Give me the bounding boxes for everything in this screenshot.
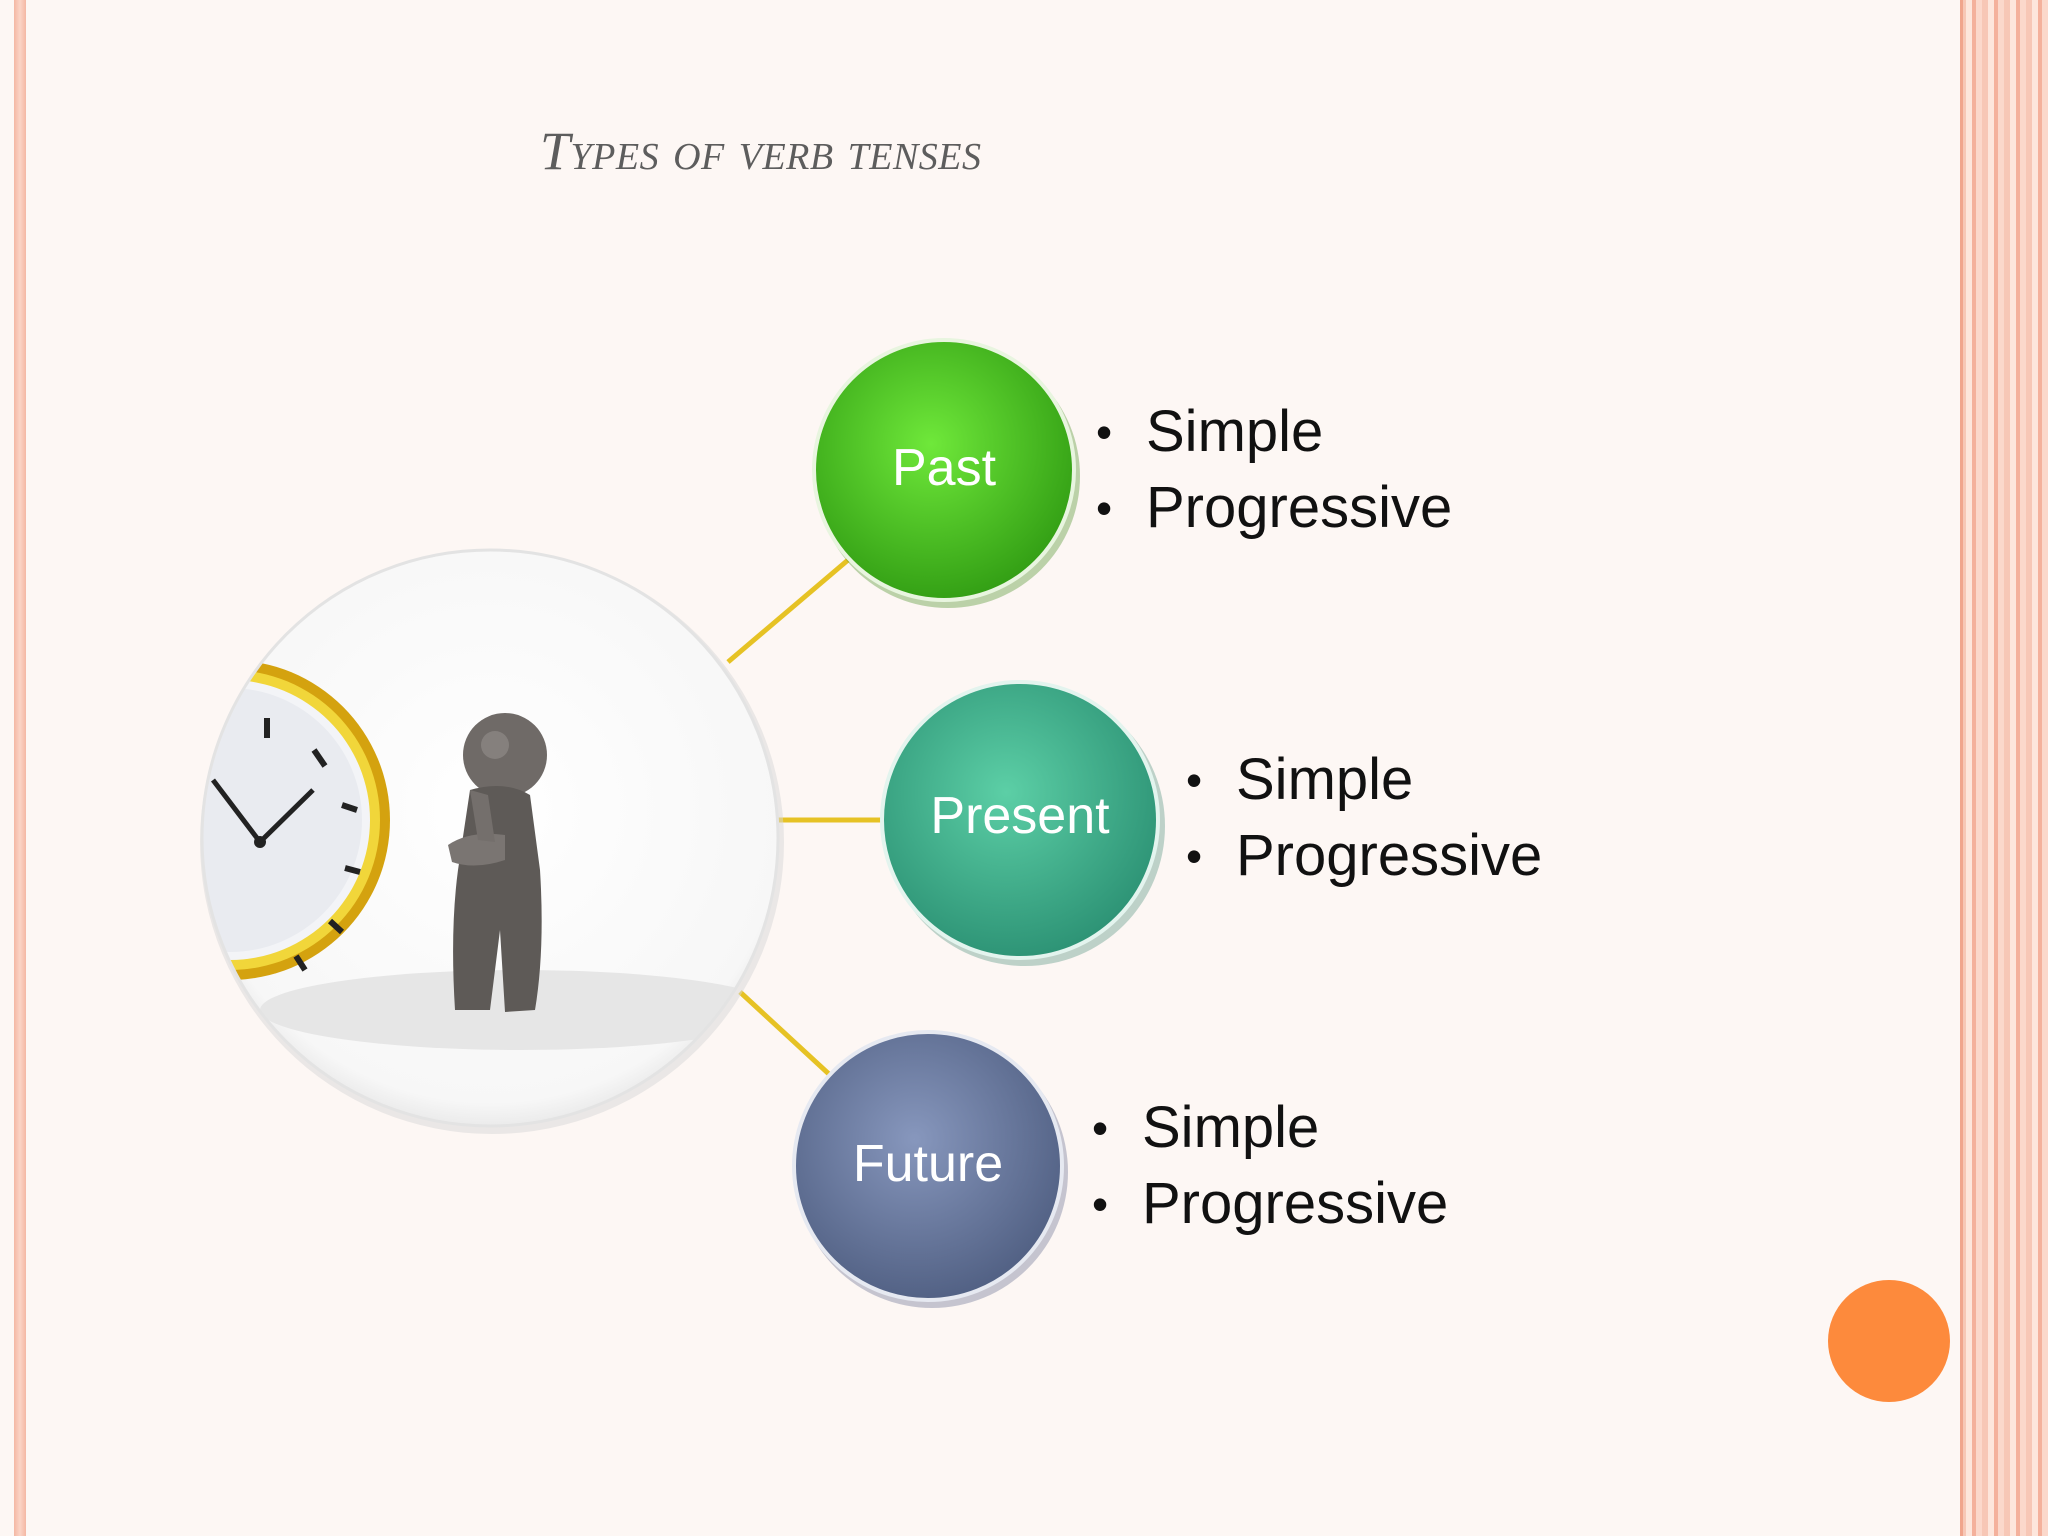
past-bullet-list: •Simple •Progressive: [1096, 394, 1452, 546]
thinking-figure-icon: [448, 713, 547, 1012]
right-border-line: [1960, 0, 1963, 1536]
right-border-decoration: [1960, 0, 2048, 1536]
connector-future: [738, 990, 832, 1077]
present-circle: [880, 680, 1165, 966]
tense-label-past: Past: [891, 439, 997, 497]
hub-circle: [200, 548, 784, 1134]
list-item: •Simple: [1186, 747, 1414, 812]
list-item: •Progressive: [1092, 1171, 1449, 1236]
tense-label-future: Future: [852, 1135, 1004, 1193]
past-circle: [812, 338, 1080, 608]
tense-label-present: Present: [930, 787, 1110, 845]
left-border-strip: [14, 0, 26, 1536]
slide-title: Types of verb tenses: [540, 121, 982, 181]
list-item: •Simple: [1096, 399, 1324, 464]
slide-accent-dot: [1828, 1280, 1950, 1402]
list-item: •Progressive: [1186, 823, 1543, 888]
list-item: •Simple: [1092, 1095, 1320, 1160]
present-bullet-list: •Simple •Progressive: [1186, 742, 1542, 894]
future-circle: [792, 1030, 1068, 1308]
clock-icon: [202, 660, 390, 980]
connector-past: [726, 558, 850, 664]
list-item: •Progressive: [1096, 475, 1453, 540]
future-bullet-list: •Simple •Progressive: [1092, 1090, 1448, 1242]
